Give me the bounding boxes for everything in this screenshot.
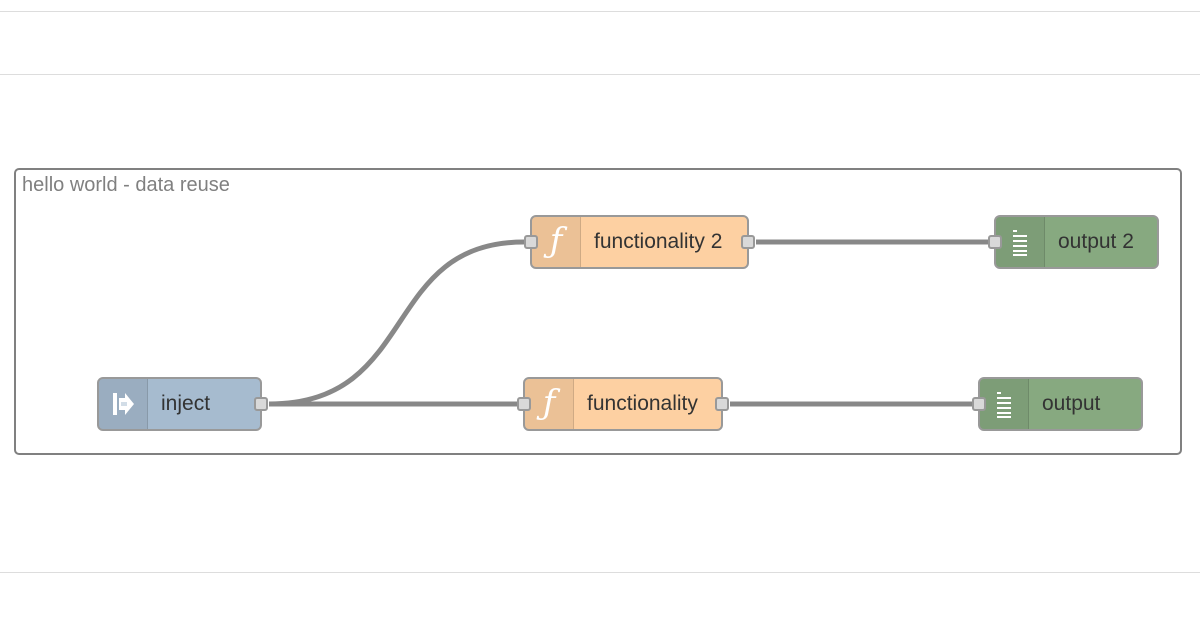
output-node[interactable]: output (972, 377, 1143, 431)
inject-arrow-icon (113, 393, 134, 415)
top-grid-line (0, 11, 1200, 12)
functionality-2-node-label: functionality 2 (594, 230, 723, 253)
functionality-icon-area: ƒ (525, 379, 574, 429)
inject-node-icon-area (99, 379, 148, 429)
function-icon: ƒ (549, 221, 563, 261)
functionality-output-port[interactable] (715, 397, 729, 411)
functionality-2-output-port[interactable] (741, 235, 755, 249)
output-2-icon-area (996, 217, 1045, 267)
debug-list-icon (997, 392, 1011, 418)
output-2-node[interactable]: output 2 (988, 215, 1159, 269)
output-input-port[interactable] (972, 397, 986, 411)
functionality-node-label: functionality (587, 392, 698, 415)
debug-list-icon (1013, 230, 1027, 256)
function-icon: ƒ (542, 383, 556, 423)
functionality-2-node[interactable]: ƒ functionality 2 (524, 215, 755, 269)
grid-line (0, 74, 1200, 75)
functionality-2-input-port[interactable] (524, 235, 538, 249)
group-label: hello world - data reuse (22, 174, 230, 196)
output-2-node-label: output 2 (1058, 230, 1134, 253)
output-icon-area (980, 379, 1029, 429)
functionality-node[interactable]: ƒ functionality (517, 377, 729, 431)
bottom-grid-line (0, 572, 1200, 573)
inject-output-port[interactable] (254, 397, 268, 411)
inject-node-label: inject (161, 392, 211, 415)
flow-group[interactable] (14, 168, 1182, 455)
inject-node[interactable]: inject (97, 377, 268, 431)
output-2-input-port[interactable] (988, 235, 1002, 249)
wire-inject-to-functionality-2[interactable] (268, 239, 525, 407)
functionality-input-port[interactable] (517, 397, 531, 411)
functionality-2-icon-area: ƒ (532, 217, 581, 267)
output-node-label: output (1042, 392, 1101, 415)
